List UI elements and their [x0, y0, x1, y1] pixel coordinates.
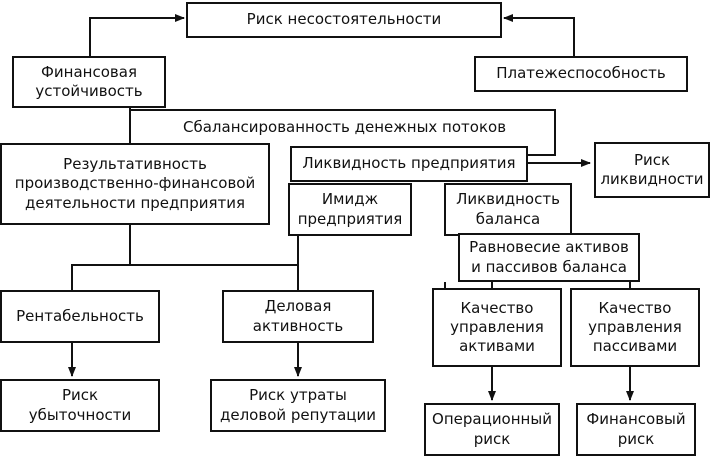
node-liquidity-risk: Риск ликвидности	[594, 142, 710, 198]
line-performance-branch	[71, 225, 131, 290]
arrow-stability-to-insolvency	[89, 14, 185, 58]
node-performance: Результативность производственно-финансо…	[0, 143, 270, 225]
line-performance-branch-right	[130, 264, 299, 290]
node-financial-risk: Финансовый риск	[576, 403, 696, 456]
node-operational-risk: Операционный риск	[424, 403, 560, 456]
node-reputation-loss-risk: Риск утраты деловой репутации	[210, 379, 386, 432]
node-enterprise-image: Имидж предприятия	[288, 183, 412, 236]
node-balance-liquidity: Ликвидность баланса	[444, 183, 572, 236]
node-solvency: Платежеспособность	[474, 56, 688, 92]
arrow-solvency-to-insolvency	[503, 14, 575, 58]
node-profitability: Рентабельность	[0, 290, 160, 343]
node-insolvency-risk: Риск несостоятельности	[186, 2, 502, 38]
node-liability-management-quality: Качество управления пассивами	[570, 288, 700, 367]
label-cash-flow-balance: Сбалансированность денежных потоков	[180, 118, 510, 136]
line-cash-flow-bracket	[130, 109, 556, 156]
node-assets-liabilities-balance: Равновесие активов и пассивов баланса	[458, 233, 640, 282]
node-asset-management-quality: Качество управления активами	[432, 288, 562, 367]
node-financial-stability: Финансовая устойчивость	[12, 56, 166, 108]
node-business-activity: Деловая активность	[222, 290, 374, 343]
node-loss-risk: Риск убыточности	[0, 379, 160, 432]
node-enterprise-liquidity: Ликвидность предприятия	[290, 146, 528, 182]
